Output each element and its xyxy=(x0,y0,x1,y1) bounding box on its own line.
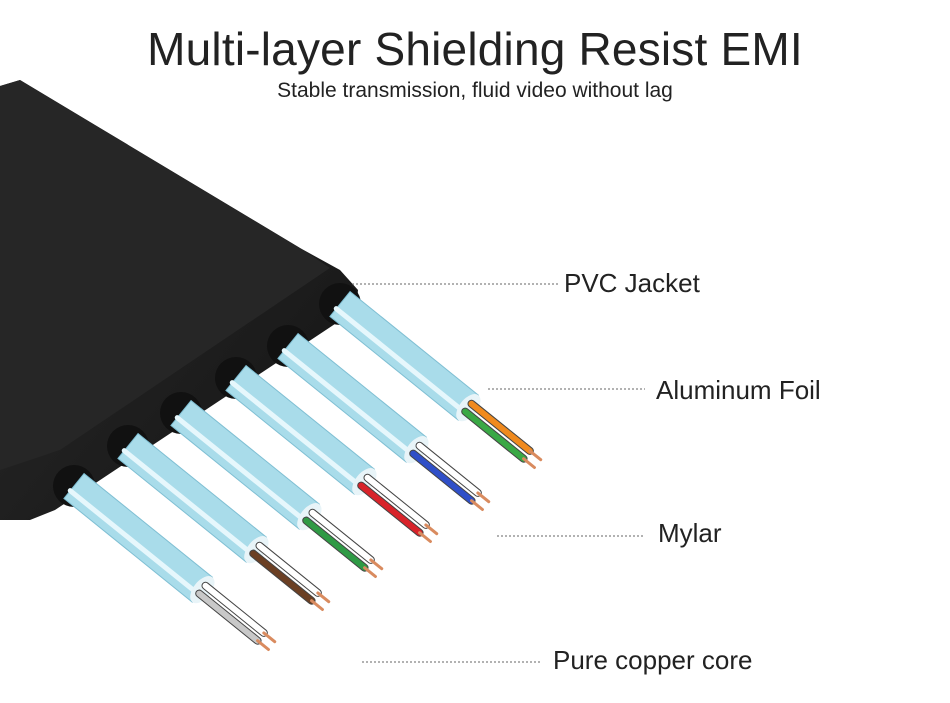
insulated-wire-2-2 xyxy=(410,450,475,504)
foil-highlight-6 xyxy=(67,488,202,597)
insulated-wire-1-2 xyxy=(462,408,527,462)
wire-group xyxy=(53,283,543,651)
page-subtitle: Stable transmission, fluid video without… xyxy=(277,79,673,102)
copper-core-6-2 xyxy=(256,639,270,651)
mylar-end-5 xyxy=(244,536,269,564)
foil-highlight-1 xyxy=(333,306,468,415)
copper-core-4-1 xyxy=(369,558,384,571)
insulated-wire-3-1 xyxy=(364,474,429,528)
foil-highlight-3 xyxy=(229,380,364,489)
callout-pvc-jacket: PVC Jacket xyxy=(564,268,700,298)
copper-core-3-1 xyxy=(424,523,439,536)
mylar-end-6 xyxy=(190,576,215,604)
callout-mylar: Mylar xyxy=(658,518,722,548)
copper-core-4-2 xyxy=(363,566,377,578)
copper-core-1-2 xyxy=(522,457,536,469)
foil-highlight-2 xyxy=(281,348,416,457)
leader-lines xyxy=(352,283,645,663)
insulated-wire-5-2 xyxy=(250,550,315,604)
foil-highlight-4 xyxy=(174,415,309,524)
callout-aluminum-foil: Aluminum Foil xyxy=(656,375,821,405)
pvc-jacket-top-face xyxy=(0,80,330,470)
mylar-end-1 xyxy=(456,394,481,422)
copper-core-5-1 xyxy=(316,591,331,604)
copper-core-2-2 xyxy=(470,499,484,511)
copper-core-1-1 xyxy=(528,449,543,462)
aluminum-foil-tube-5 xyxy=(117,432,268,563)
insulated-wire-6-2 xyxy=(196,590,261,644)
mylar-end-2 xyxy=(404,436,429,464)
insulated-wire-1-1 xyxy=(468,400,533,454)
mylar-end-3 xyxy=(352,468,377,496)
insulated-wire-6-1 xyxy=(202,582,267,636)
copper-core-3-2 xyxy=(418,531,432,543)
insulated-wire-4-2 xyxy=(303,517,368,571)
insulated-wire-3-2 xyxy=(358,482,423,536)
copper-core-6-1 xyxy=(262,631,277,644)
copper-core-2-1 xyxy=(476,491,491,504)
insulated-wire-5-1 xyxy=(256,542,321,596)
insulated-wire-2-1 xyxy=(416,442,481,496)
page-title: Multi-layer Shielding Resist EMI xyxy=(147,23,803,75)
insulated-wire-4-1 xyxy=(309,509,374,563)
foil-highlight-5 xyxy=(121,448,256,557)
mylar-end-4 xyxy=(297,503,322,531)
copper-core-5-2 xyxy=(310,599,324,611)
callout-pure-copper-core: Pure copper core xyxy=(553,645,753,675)
